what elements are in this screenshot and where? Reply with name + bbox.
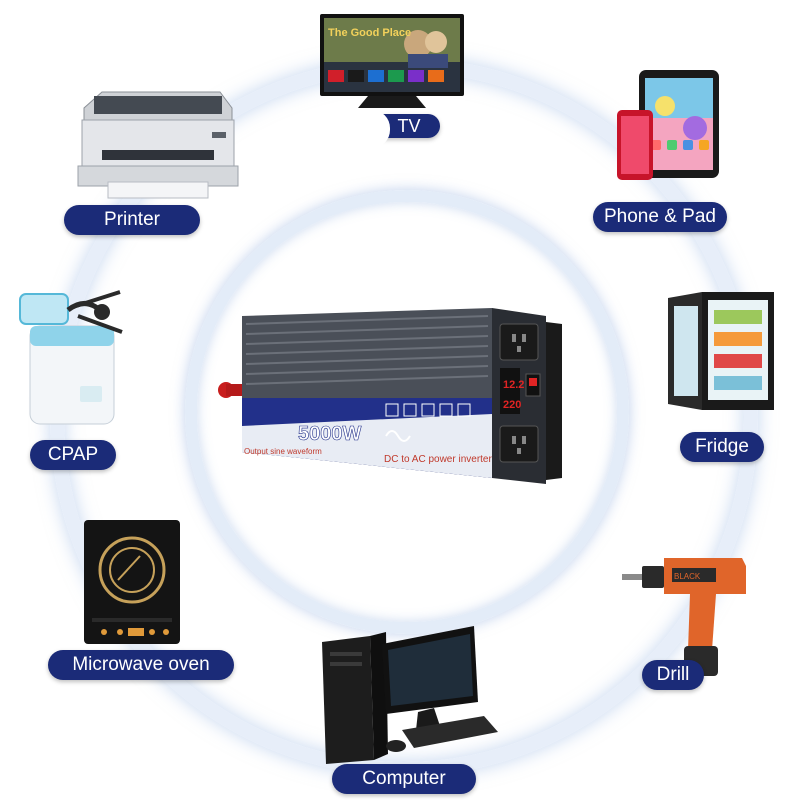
induction-cooker-icon bbox=[82, 518, 182, 646]
tv-label-mask bbox=[346, 110, 390, 148]
desktop-computer-icon bbox=[316, 622, 500, 766]
power-inverter-image: 5000W Output sine waveform DC to AC powe… bbox=[216, 302, 568, 490]
power-drill-icon: BLACK bbox=[620, 554, 752, 682]
tv-screen-title: The Good Place bbox=[328, 27, 411, 39]
cpap-machine-icon bbox=[16, 282, 128, 428]
microwave-label: Microwave oven bbox=[48, 650, 234, 680]
printer-label: Printer bbox=[64, 205, 200, 235]
phone-pad-label: Phone & Pad bbox=[593, 202, 727, 232]
tv-icon: The Good Place bbox=[318, 12, 466, 110]
drill-label: Drill bbox=[642, 660, 704, 690]
cpap-label: CPAP bbox=[30, 440, 116, 470]
inverter-description: DC to AC power inverter bbox=[384, 454, 492, 465]
inverter-power: 5000W bbox=[298, 423, 361, 445]
svg-text:BLACK: BLACK bbox=[674, 572, 701, 581]
inverter-display-top: 12.2 bbox=[503, 379, 524, 391]
tv-label-text: TV bbox=[397, 116, 421, 136]
inverter-waveform-label: Output sine waveform bbox=[244, 447, 322, 456]
tablet-phone-icon bbox=[615, 66, 721, 182]
inverter-display-bottom: 220 bbox=[503, 399, 521, 411]
computer-label: Computer bbox=[332, 764, 476, 794]
mini-fridge-icon bbox=[666, 288, 776, 414]
tv-label: TV bbox=[346, 110, 440, 148]
fridge-label: Fridge bbox=[680, 432, 764, 462]
printer-icon bbox=[72, 86, 244, 202]
